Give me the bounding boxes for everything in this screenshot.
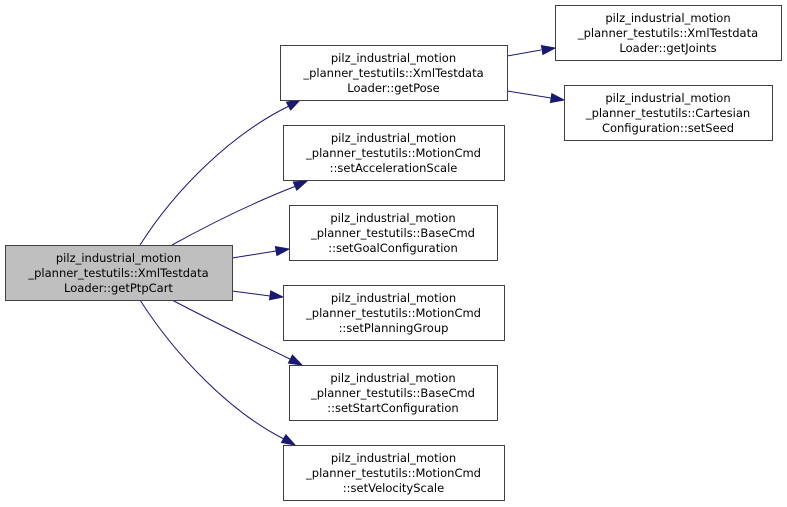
node-setSeed[interactable]: pilz_industrial_motion_planner_testutils… <box>564 85 773 141</box>
node-label-line: pilz_industrial_motion <box>331 131 456 145</box>
node-label-line: pilz_industrial_motion <box>605 11 730 25</box>
node-setStartConfiguration[interactable]: pilz_industrial_motion_planner_testutils… <box>289 365 498 421</box>
node-label-line: Loader::getPose <box>347 81 439 95</box>
edge-getPose-to-setSeed <box>506 90 566 104</box>
edge-line <box>231 250 277 259</box>
arrowhead-icon <box>287 354 304 366</box>
nodes-layer: pilz_industrial_motion_planner_testutils… <box>5 5 782 501</box>
node-label-line: pilz_industrial_motion <box>605 91 730 105</box>
edge-getPtpCart-to-setStartConfiguration <box>171 299 304 366</box>
arrowhead-icon <box>274 246 291 257</box>
node-label-line: _planner_testutils::XmlTestdata <box>577 26 758 40</box>
node-label-line: _planner_testutils::Cartesian <box>585 106 750 120</box>
node-getPtpCart[interactable]: pilz_industrial_motion_planner_testutils… <box>5 245 233 301</box>
edge-line <box>171 185 297 246</box>
node-box[interactable] <box>5 245 233 301</box>
node-label-line: pilz_industrial_motion <box>331 291 456 305</box>
edge-line <box>171 299 293 361</box>
node-setGoalConfiguration[interactable]: pilz_industrial_motion_planner_testutils… <box>289 205 498 261</box>
node-box[interactable] <box>555 5 782 61</box>
edge-getPose-to-getJoints <box>506 45 557 57</box>
arrowhead-icon <box>268 290 285 301</box>
node-box[interactable] <box>283 285 505 341</box>
node-label-line: pilz_industrial_motion <box>56 251 181 265</box>
node-getPose[interactable]: pilz_industrial_motion_planner_testutils… <box>280 45 508 101</box>
arrowhead-icon <box>285 99 302 111</box>
node-label-line: Loader::getPtpCart <box>64 281 173 295</box>
edge-getPtpCart-to-setVelocityScale <box>139 299 297 446</box>
edge-getPtpCart-to-getPose <box>139 99 302 246</box>
node-label-line: _planner_testutils::BaseCmd <box>310 386 475 400</box>
node-label-line: _planner_testutils::MotionCmd <box>305 306 481 320</box>
node-label-line: Configuration::setSeed <box>602 121 734 135</box>
edge-line <box>506 90 552 99</box>
node-setAccelerationScale[interactable]: pilz_industrial_motion_planner_testutils… <box>283 125 505 181</box>
node-label-line: _planner_testutils::XmlTestdata <box>302 66 483 80</box>
node-label-line: pilz_industrial_motion <box>330 211 455 225</box>
edge-getPtpCart-to-setPlanningGroup <box>231 290 285 301</box>
node-setVelocityScale[interactable]: pilz_industrial_motion_planner_testutils… <box>283 445 505 501</box>
node-label-line: _planner_testutils::BaseCmd <box>310 226 475 240</box>
arrowhead-icon <box>540 45 557 56</box>
node-label-line: _planner_testutils::XmlTestdata <box>27 266 208 280</box>
node-box[interactable] <box>283 445 505 501</box>
node-setPlanningGroup[interactable]: pilz_industrial_motion_planner_testutils… <box>283 285 505 341</box>
node-label-line: Loader::getJoints <box>619 41 716 55</box>
edge-line <box>139 105 290 246</box>
node-box[interactable] <box>289 205 498 261</box>
edge-getPtpCart-to-setAccelerationScale <box>171 180 309 246</box>
node-label-line: _planner_testutils::MotionCmd <box>305 466 481 480</box>
edge-line <box>231 290 271 297</box>
node-box[interactable] <box>564 85 773 141</box>
node-label-line: ::setAccelerationScale <box>330 161 458 175</box>
edge-line <box>139 299 285 440</box>
node-box[interactable] <box>280 45 508 101</box>
node-label-line: ::setGoalConfiguration <box>328 241 458 255</box>
arrowhead-icon <box>549 92 566 104</box>
node-label-line: ::setVelocityScale <box>343 481 444 495</box>
node-label-line: pilz_industrial_motion <box>331 451 456 465</box>
node-label-line: _planner_testutils::MotionCmd <box>305 146 481 160</box>
arrowhead-icon <box>280 433 297 446</box>
edge-line <box>506 49 542 57</box>
node-getJoints[interactable]: pilz_industrial_motion_planner_testutils… <box>555 5 782 61</box>
node-label-line: ::setPlanningGroup <box>339 321 449 335</box>
arrowhead-icon <box>292 180 309 192</box>
node-label-line: ::setStartConfiguration <box>327 401 458 415</box>
node-box[interactable] <box>283 125 505 181</box>
node-box[interactable] <box>289 365 498 421</box>
edge-getPtpCart-to-setGoalConfiguration <box>231 246 291 259</box>
node-label-line: pilz_industrial_motion <box>330 371 455 385</box>
node-label-line: pilz_industrial_motion <box>331 51 456 65</box>
edges-layer <box>139 45 566 446</box>
